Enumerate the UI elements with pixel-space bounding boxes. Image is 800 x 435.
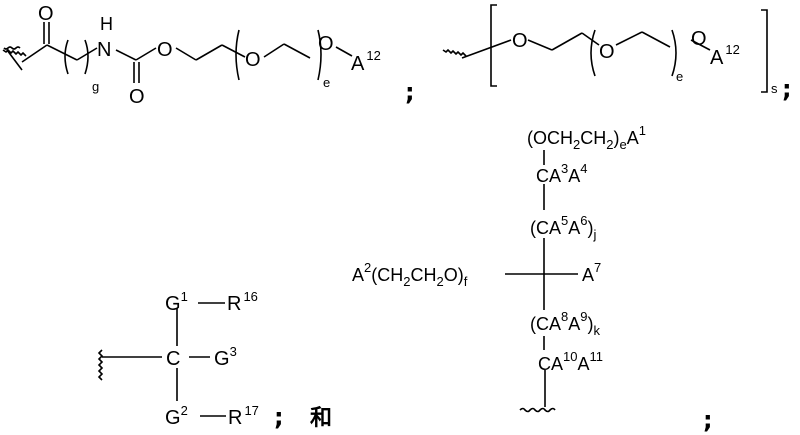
bond [581, 32, 600, 46]
bond [195, 44, 223, 61]
group-label: G1 [165, 289, 188, 315]
wavy-bond-icon [3, 46, 23, 71]
bond [175, 47, 197, 61]
wavy-bond-icon [519, 407, 556, 413]
paren-right [84, 39, 89, 75]
bond [551, 32, 583, 51]
atom-label: O [129, 86, 145, 108]
paren-left [590, 29, 596, 77]
bond [461, 39, 512, 59]
separator: ; [703, 406, 713, 434]
wavy-bond-icon [2, 48, 27, 57]
atom-label: O [318, 33, 334, 55]
atom-label: C [166, 348, 180, 370]
atom-label: O [245, 49, 261, 71]
conjunction-text: 和 [310, 406, 332, 431]
wavy-bond-icon [442, 48, 467, 57]
paren-left [64, 39, 69, 75]
chain-label-right: A7 [582, 260, 601, 285]
bond [135, 47, 157, 61]
chain-label-left: A2(CH2CH2O)f [352, 260, 468, 289]
separator: ; [782, 75, 792, 103]
bracket-left [490, 4, 497, 87]
bond [115, 49, 137, 61]
bond [76, 47, 98, 61]
bond [21, 44, 48, 63]
atom-label: O [599, 41, 615, 63]
paren-right [671, 29, 677, 77]
bond [527, 39, 553, 51]
repeat-subscript: g [92, 79, 99, 94]
chain-label-top: (OCH2CH2)eA1 [527, 123, 646, 152]
bond [335, 46, 353, 57]
repeat-subscript: e [323, 75, 330, 90]
bond [641, 31, 671, 48]
chain-label-ca3a4: CA3A4 [536, 161, 588, 186]
wavy-bond-icon [97, 349, 104, 381]
repeat-subscript: s [771, 81, 778, 96]
bond [690, 39, 711, 51]
group-label: G2 [165, 403, 188, 429]
chain-label-ca10a11: CA10A11 [538, 349, 603, 374]
bracket-right [761, 9, 768, 93]
atom-label: H [100, 14, 113, 34]
bond [615, 31, 643, 46]
structure-branched-chain: (OCH2CH2)eA1 CA3A4 (CA5A6)j A2(CH2CH2O)f… [352, 123, 713, 434]
bond [221, 44, 246, 58]
atom-label: N [97, 39, 111, 61]
chain-label-ca5a6: (CA5A6)j [530, 213, 596, 242]
atom-label: O [691, 28, 707, 50]
bond [263, 43, 285, 58]
paren-right [317, 29, 322, 81]
separator: ; [405, 78, 415, 106]
chain-label-ca8a9: (CA8A9)k [530, 309, 600, 338]
atom-label: O [38, 3, 54, 25]
atom-label: O [512, 30, 528, 52]
atom-label: O [157, 39, 173, 61]
group-label: G3 [214, 344, 237, 370]
repeat-subscript: e [676, 69, 683, 84]
bond [46, 44, 78, 61]
paren-left [235, 29, 240, 81]
bond [283, 43, 311, 59]
separator: ; [274, 403, 284, 431]
